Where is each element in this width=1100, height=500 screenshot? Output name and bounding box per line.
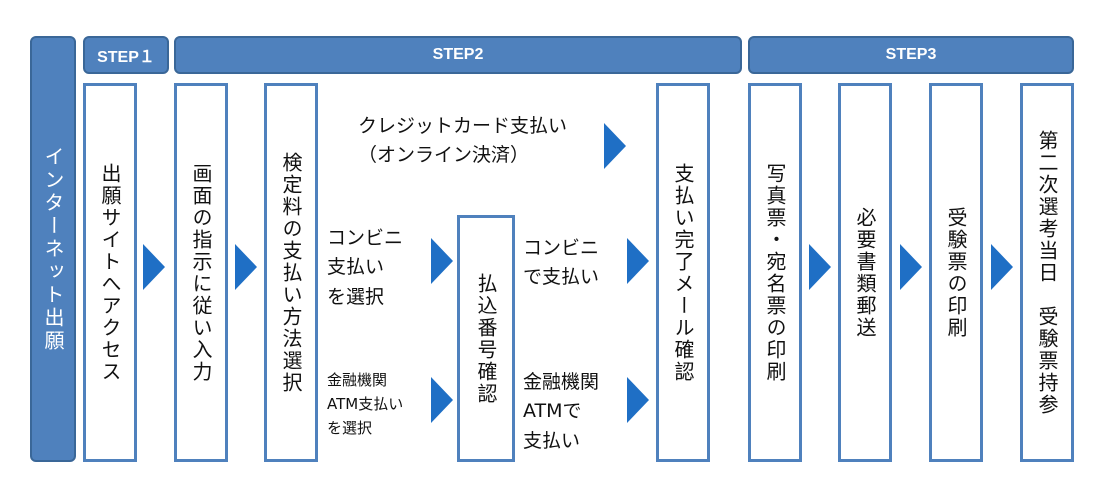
box-payment-method-text: 検定料の支払い方法選択 bbox=[279, 151, 303, 394]
side-label-text: インターネット出願 bbox=[41, 145, 65, 353]
arrow-right-icon bbox=[431, 377, 453, 423]
label-convenience-pay: コンビニ で支払い bbox=[523, 237, 600, 289]
label-convenience-select: コンビニ 支払い を選択 bbox=[327, 227, 404, 308]
box-payment-number: 払込番号確認 bbox=[457, 215, 515, 462]
side-label: インターネット出願 bbox=[30, 36, 76, 462]
arrow-right-icon bbox=[627, 377, 649, 423]
label-bank-pay: 金融機関 ATMで 支払い bbox=[523, 371, 600, 452]
step2-label: STEP2 bbox=[432, 46, 484, 63]
label-bank-select: 金融機関 ATM支払い を選択 bbox=[327, 371, 404, 437]
box-payment-number-text: 払込番号確認 bbox=[474, 272, 498, 405]
box-exam-day: 第二次選考当日 受験票持参 bbox=[1020, 83, 1074, 462]
box-screen-input-text: 画面の指示に従い入力 bbox=[189, 162, 213, 383]
box-apply-site: 出願サイトへアクセス bbox=[83, 83, 137, 462]
arrow-right-icon bbox=[604, 123, 626, 169]
arrow-right-icon bbox=[627, 238, 649, 284]
label-credit-card: クレジットカード支払い （オンライン決済） bbox=[358, 115, 568, 167]
step1-label: STEP１ bbox=[97, 49, 155, 66]
box-mail-documents: 必要書類郵送 bbox=[838, 83, 892, 462]
arrow-right-icon bbox=[431, 238, 453, 284]
box-print-admission-text: 受験票の印刷 bbox=[944, 206, 968, 339]
box-payment-complete: 支払い完了メール確認 bbox=[656, 83, 710, 462]
box-apply-site-text: 出願サイトへアクセス bbox=[98, 162, 122, 383]
box-print-photo-text: 写真票・宛名票の印刷 bbox=[763, 162, 787, 383]
arrow-right-icon bbox=[235, 244, 257, 290]
step3-header: STEP3 bbox=[748, 36, 1074, 74]
box-exam-day-text: 第二次選考当日 受験票持参 bbox=[1035, 129, 1059, 416]
arrow-right-icon bbox=[143, 244, 165, 290]
arrow-right-icon bbox=[900, 244, 922, 290]
box-payment-method: 検定料の支払い方法選択 bbox=[264, 83, 318, 462]
arrow-right-icon bbox=[809, 244, 831, 290]
box-screen-input: 画面の指示に従い入力 bbox=[174, 83, 228, 462]
step2-header: STEP2 bbox=[174, 36, 742, 74]
box-payment-complete-text: 支払い完了メール確認 bbox=[671, 162, 695, 383]
step3-label: STEP3 bbox=[885, 46, 937, 63]
box-print-photo: 写真票・宛名票の印刷 bbox=[748, 83, 802, 462]
arrow-right-icon bbox=[991, 244, 1013, 290]
step1-header: STEP１ bbox=[83, 36, 169, 74]
box-mail-documents-text: 必要書類郵送 bbox=[853, 206, 877, 339]
box-print-admission: 受験票の印刷 bbox=[929, 83, 983, 462]
